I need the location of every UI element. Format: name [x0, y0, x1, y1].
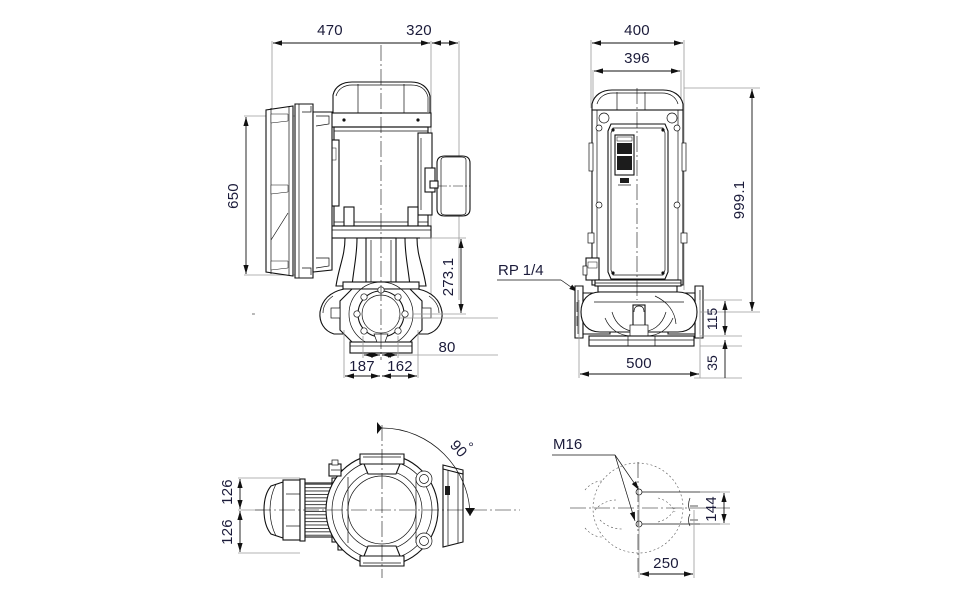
bolt-hole-upper — [635, 488, 643, 496]
volute-lug-left — [330, 307, 341, 319]
volute-bolt-ne — [394, 293, 402, 301]
volute-bolt-w — [353, 310, 361, 318]
volute-bolt-e — [401, 310, 409, 318]
side-boss-right-2 — [673, 201, 681, 209]
side-boss-top-left — [598, 112, 610, 124]
cable-gland — [429, 180, 439, 189]
dim-35-label: 35 — [704, 355, 720, 371]
dim-999-label: 999.1 — [731, 181, 748, 220]
louvre-mid — [270, 184, 289, 195]
side-top-hood — [591, 89, 684, 111]
plan-lift-eye-bottom-hole — [419, 536, 429, 546]
motor-top-bolt-right — [416, 118, 420, 122]
side-motor-body — [582, 109, 688, 293]
volute-bolt-sw — [360, 327, 368, 335]
side-terminal-gland — [582, 265, 588, 276]
side-tab-left-lower — [587, 232, 595, 244]
dim-115: 115 — [700, 299, 742, 337]
dim-396-label: 396 — [624, 50, 650, 67]
volute-bolt-nw — [360, 293, 368, 301]
dim-187-label: 187 — [349, 358, 375, 375]
keypad-buttons — [617, 156, 632, 170]
motor-right-gland-body — [424, 167, 436, 193]
keypad-display — [617, 143, 632, 154]
panel-screw-tl — [611, 128, 615, 132]
side-boss-left-2 — [595, 201, 603, 209]
louvre-top — [270, 113, 289, 124]
leader-m16: M16 — [552, 436, 640, 522]
dim-35: 35 — [694, 340, 742, 379]
side-motor-top — [591, 89, 684, 111]
dim-273: 273.1 — [412, 237, 466, 315]
dim-400-label: 400 — [624, 22, 650, 39]
panel-screw-br — [661, 271, 665, 275]
volute-bolt-se — [394, 327, 402, 335]
motor-top-hood-inner — [335, 84, 429, 112]
side-tab-left-upper — [588, 142, 594, 172]
label-m16: M16 — [553, 436, 582, 453]
lantern-leg-right — [404, 237, 427, 287]
dim-144: 144 — [700, 491, 730, 525]
side-tab-right-upper — [681, 142, 687, 172]
motor-top-hood — [332, 81, 431, 114]
dim-base-front: 187 162 — [343, 330, 419, 379]
dim-500: 500 — [578, 300, 701, 378]
view-side-elevation: 400 396 — [497, 22, 760, 379]
volute-lug-right — [421, 307, 432, 319]
arc-90-arrow-end — [465, 508, 475, 516]
drain-plug — [629, 324, 649, 337]
dim-250: 250 — [638, 495, 695, 578]
dim-126-lower-label: 126 — [219, 519, 236, 545]
dim-396: 396 — [592, 50, 682, 108]
fan-cowl — [263, 481, 284, 539]
dim-273-label: 273.1 — [440, 258, 457, 297]
dim-250-label: 250 — [653, 555, 679, 572]
side-boss-top-right — [666, 112, 678, 124]
panel-screw-bl — [611, 271, 615, 275]
motor-foot-left — [343, 206, 355, 227]
arc-90-arrow-start — [377, 422, 382, 434]
louvre-bottom — [270, 260, 289, 271]
view-flange-detail: M16 — [552, 436, 730, 578]
plan-control-display — [445, 486, 450, 495]
dim-126-upper-label: 126 — [219, 479, 236, 505]
motor-top-bolt-left — [342, 118, 346, 122]
dim-320-label: 320 — [406, 22, 432, 39]
dim-500-label: 500 — [626, 355, 652, 372]
pump-foot-base — [588, 335, 695, 347]
plan-control-body — [442, 466, 464, 548]
arc-90-path — [381, 427, 471, 517]
control-bracket — [312, 111, 333, 273]
plan-lift-eye-top-hole — [419, 474, 429, 484]
dim-115-label: 115 — [704, 308, 720, 331]
dim-999: 999.1 — [684, 87, 760, 313]
dim-126-126: 126 126 — [219, 477, 300, 554]
dim-80-label: 80 — [438, 339, 455, 356]
dim-80: 80 — [398, 317, 498, 356]
control-unit-side — [265, 103, 333, 279]
plan-control-box — [442, 464, 464, 548]
heatsink-plate — [294, 103, 314, 279]
view-top-plan: 126 126 — [219, 422, 520, 578]
side-terminal-lid — [587, 261, 598, 269]
side-terminal-box — [585, 257, 600, 281]
degree-symbol: ° — [468, 439, 474, 455]
dim-470-label: 470 — [317, 22, 343, 39]
terminal-box-lid — [440, 156, 467, 216]
side-boss-right-1 — [673, 124, 681, 132]
side-tab-right-lower — [680, 232, 688, 244]
dim-144-label: 144 — [703, 496, 720, 522]
keypad-badge — [620, 178, 629, 183]
dim-162-label: 162 — [387, 358, 413, 375]
keypad-top-strip — [616, 136, 633, 142]
plan-terminal-gland — [331, 459, 339, 466]
motor-foot-right — [407, 206, 419, 227]
label-rp14: RP 1/4 — [498, 262, 544, 279]
panel-screw-tr — [661, 128, 665, 132]
view-front-elevation: 470 320 650 — [225, 22, 498, 379]
side-boss-left-1 — [595, 124, 603, 132]
dim-650-label: 650 — [225, 183, 242, 209]
